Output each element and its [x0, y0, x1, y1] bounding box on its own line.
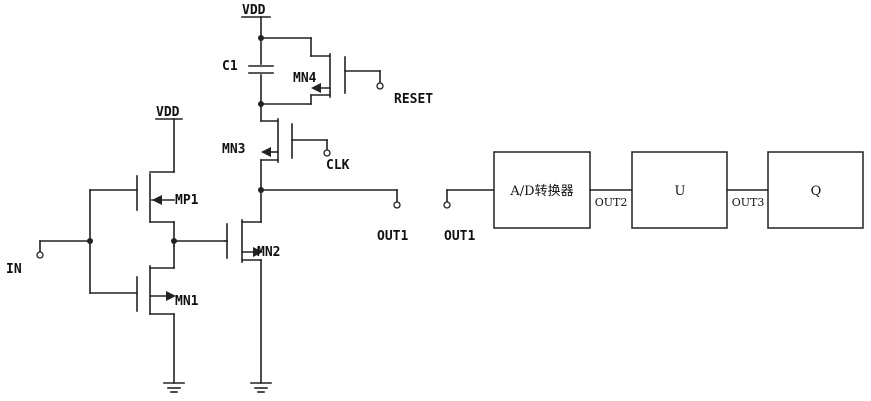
mp1-transistor: [137, 172, 174, 246]
u-block-label: U: [675, 184, 686, 199]
mn3-label: MN3: [222, 142, 245, 157]
mp1-label: MP1: [175, 193, 199, 208]
clk-label: CLK: [326, 158, 350, 173]
mn3-transistor: [261, 119, 330, 162]
out1-terminal: [394, 202, 400, 208]
c1-capacitor: [249, 66, 273, 73]
inverter-stage: [37, 119, 225, 392]
mn1-transistor: [137, 246, 176, 383]
out1-input-terminal: [444, 202, 450, 208]
clk-terminal: [324, 150, 330, 156]
mn2-label: MN2: [257, 245, 280, 260]
mn4-transistor: [261, 38, 383, 104]
block-chain: [444, 152, 863, 228]
mn1-label: MN1: [175, 294, 199, 309]
c1-label: C1: [222, 59, 238, 74]
vdd-left-label: VDD: [156, 105, 180, 120]
node-dot: [171, 238, 177, 244]
out1-input-label: OUT1: [444, 229, 475, 244]
ground-icon: [251, 383, 271, 392]
in-label: IN: [6, 262, 22, 277]
q-block-label: Q: [811, 184, 822, 199]
adc-block-label: A/D转换器: [509, 184, 573, 199]
reset-terminal: [377, 83, 383, 89]
reset-label: RESET: [394, 92, 433, 107]
ground-icon: [164, 383, 184, 392]
in-terminal: [37, 252, 43, 258]
mn4-label: MN4: [293, 71, 317, 86]
vdd-top-label: VDD: [242, 3, 266, 18]
out3-label: OUT3: [732, 196, 765, 209]
out1-node-label: OUT1: [377, 229, 408, 244]
out2-label: OUT2: [595, 196, 628, 209]
